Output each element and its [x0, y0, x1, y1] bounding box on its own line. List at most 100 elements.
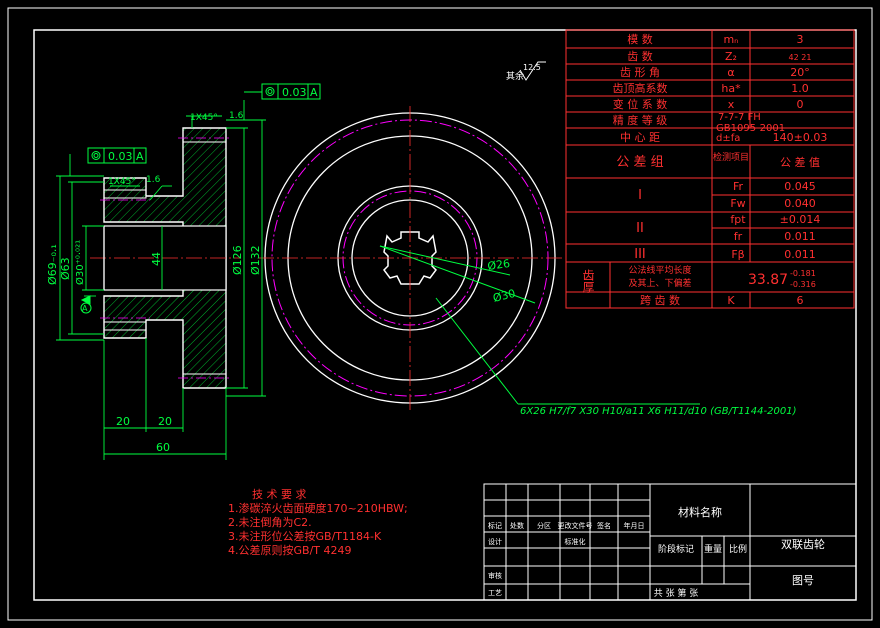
tech-req-4: 4.公差原则按GB/T 4249 [228, 543, 351, 557]
param-sym-0: mₙ [723, 33, 738, 46]
tooth-thickness-label: 齿厚 [581, 269, 595, 293]
small-gear-tooth-bottom [103, 321, 147, 331]
part-name: 双联齿轮 [781, 537, 825, 551]
accuracy-line1: 7-7-7 FH [718, 112, 761, 123]
tol-group-0: I [638, 188, 642, 203]
col-date: 年月日 [624, 521, 645, 530]
tol-item-0: Fr [733, 180, 744, 193]
roughness-1: 1.6 [229, 111, 244, 121]
span-teeth-sym: K [727, 294, 735, 307]
hub-root-circle [351, 199, 469, 317]
tol-value-2: ±0.014 [780, 213, 821, 226]
tech-req-1: 1.渗碳淬火齿面硬度170~210HBW; [228, 501, 408, 515]
tol-value-3: 0.011 [784, 230, 816, 243]
param-name-6: 中 心 距 [620, 131, 660, 144]
param-sym-1: Z₂ [725, 50, 737, 63]
tooth-thickness-upper: -0.181 [790, 269, 816, 278]
param-sym-3: ha* [721, 82, 741, 95]
dim-d63: Ø63 [59, 257, 72, 280]
tol-group-2: II [636, 221, 644, 236]
param-name-5: 精 度 等 级 [613, 113, 668, 127]
col-zone: 分区 [537, 521, 551, 530]
chamfer-small: 1X45° [108, 177, 136, 187]
scale-label: 比例 [729, 543, 747, 555]
param-val-4: 0 [797, 98, 804, 111]
tol-item-1: Fw [730, 197, 745, 210]
param-val-1: 42 21 [789, 53, 812, 62]
col-count: 处数 [510, 521, 524, 530]
roughness-symbol-icon [519, 61, 546, 81]
stage-label: 阶段标记 [658, 543, 694, 555]
tol-item-header: 检测项目 [713, 151, 749, 163]
tol-value-0: 0.045 [784, 180, 816, 193]
tooth-thickness-value: 33.87 [748, 272, 788, 288]
roughness-other: 其余 12.5 [506, 61, 546, 82]
tol-item-3: fr [734, 230, 743, 243]
dim-d69: Ø69₋₀.₁ [46, 244, 59, 285]
gear-end-view [258, 106, 562, 410]
tol-value-4: 0.011 [784, 248, 816, 261]
dim-44: 44 [150, 252, 163, 266]
dim-d132: Ø132 [249, 245, 262, 275]
chamfer-top: 1X45° [190, 113, 218, 123]
tooth-thickness-lower: -0.316 [790, 280, 816, 289]
tol-item-4: Fβ [731, 248, 744, 261]
end-view-dimensions [379, 245, 700, 405]
tol-value-header: 公 差 值 [780, 155, 820, 169]
tol1-ref: A [310, 86, 318, 99]
section-dimensions [56, 91, 266, 460]
gear-section-view [90, 127, 240, 389]
process-label: 工艺 [488, 589, 502, 597]
roughness-2: 1.6 [146, 175, 161, 185]
col-sign: 签名 [597, 521, 611, 530]
tol-group-header: 公 差 组 [616, 155, 663, 170]
tol-value-1: 0.040 [784, 197, 816, 210]
dim-60: 60 [156, 441, 170, 454]
tooth-thickness-desc1: 公法线平均长度 [628, 264, 691, 276]
col-change: 更改文件号 [558, 521, 593, 530]
end-view-dim-text: Ø26 Ø30 6X26 H7/f7 X30 H10/a11 X6 H11/d1… [487, 257, 797, 417]
dim-spline: 6X26 H7/f7 X30 H10/a11 X6 H11/d10 (GB/T1… [520, 406, 796, 417]
dim-d30b: Ø30 [492, 287, 517, 305]
section-dim-text: 0.03 A 0.03 A 1X45° 1X45° 1.6 1.6 Ø69₋₀.… [46, 86, 318, 454]
tooth-thickness-desc2: 及其上、下偏差 [628, 277, 691, 289]
standard-label: 标准化 [565, 537, 586, 546]
weight-label: 重量 [704, 543, 722, 555]
param-val-2: 20° [790, 66, 810, 79]
tech-req-title: 技 术 要 求 [252, 488, 307, 501]
checker-label: 审核 [488, 571, 502, 580]
dim-d30: Ø30⁺⁰·⁰²¹ [74, 240, 86, 285]
tol-group-4: III [634, 247, 646, 262]
title-block-text: 材料名称 双联齿轮 图号 阶段标记 重量 比例 共 张 第 张 标记 处数 分区… [488, 505, 825, 599]
datum-a: A [82, 304, 88, 313]
dim-d126: Ø126 [231, 245, 244, 275]
dim-20b: 20 [158, 415, 172, 428]
accuracy-line2: GB1095-2001 [716, 123, 785, 134]
big-gear-tooth-top [182, 127, 227, 143]
big-gear-tooth-bottom [182, 373, 227, 389]
small-gear-tooth-top [103, 189, 147, 199]
span-teeth-label: 跨 齿 数 [640, 294, 680, 307]
param-val-0: 3 [797, 33, 804, 46]
tech-req-2: 2.未注倒角为C2. [228, 515, 312, 529]
designer-label: 设计 [488, 537, 502, 546]
center-sym: d±fa [716, 133, 740, 144]
dim-d26: Ø26 [487, 257, 511, 273]
span-teeth-val: 6 [797, 294, 804, 307]
geometric-tolerance-frames [80, 83, 321, 314]
parameter-table-text: 模 数 mₙ 3 齿 数 Z₂ 42 21 齿 形 角 α 20° 齿顶高系数 … [581, 33, 827, 307]
tol-item-2: fpt [730, 213, 746, 226]
param-name-1: 齿 数 [627, 50, 653, 63]
technical-requirements: 技 术 要 求 1.渗碳淬火齿面硬度170~210HBW; 2.未注倒角为C2.… [228, 488, 408, 557]
param-name-3: 齿顶高系数 [613, 81, 668, 95]
param-sym-2: α [727, 66, 734, 79]
drawing-number-label: 图号 [792, 574, 814, 587]
param-name-4: 变 位 系 数 [613, 97, 668, 111]
tol2-ref: A [136, 150, 144, 163]
sheet-label: 共 张 第 张 [654, 587, 699, 599]
param-val-3: 1.0 [791, 82, 809, 95]
roughness-other-value: 12.5 [523, 63, 541, 72]
param-sym-4: x [728, 98, 735, 111]
title-block [483, 483, 857, 601]
dim-20a: 20 [116, 415, 130, 428]
